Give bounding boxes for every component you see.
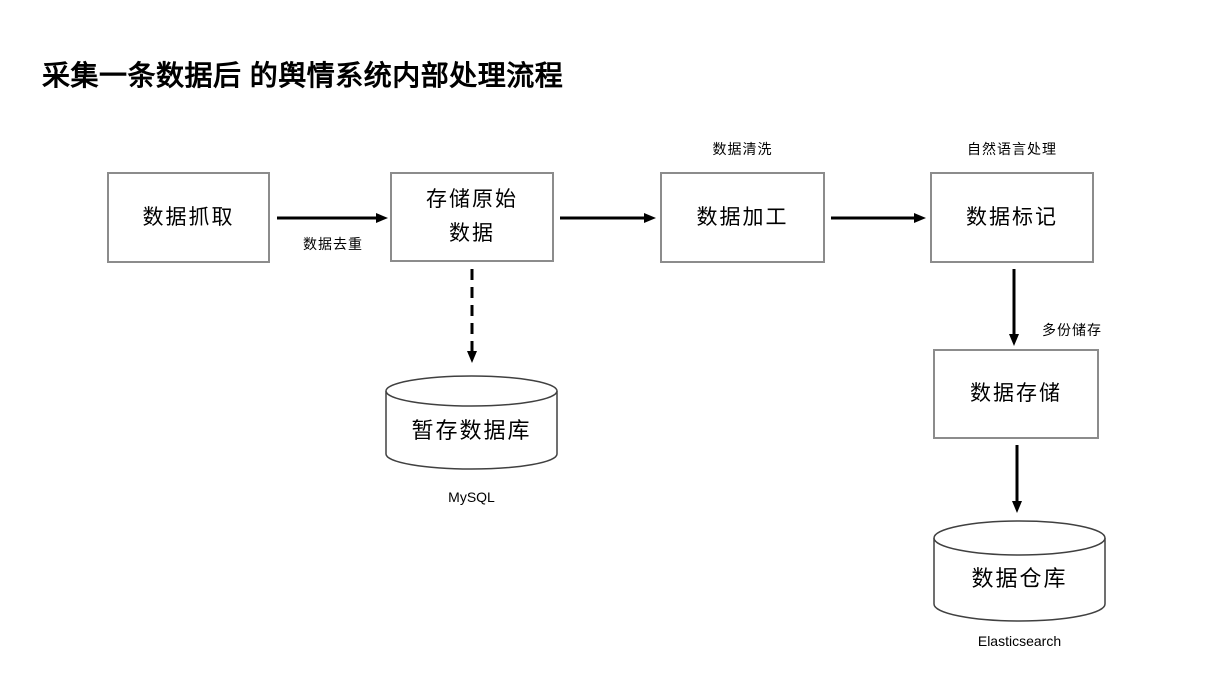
node-label: 存储原始数据 — [426, 188, 518, 245]
node-label: 数据加工 — [696, 205, 789, 229]
node-label: 数据仓库 — [971, 566, 1068, 591]
edge-label-multi-copy-storage: 多份储存 — [1042, 322, 1102, 338]
node-data-warehouse-cylinder: 数据仓库 — [933, 520, 1106, 622]
cylinder-shape-icon — [385, 375, 558, 470]
edge-label-data-cleaning: 数据清洗 — [712, 141, 773, 157]
node-label: 数据抓取 — [142, 205, 235, 229]
node-label: 数据存储 — [970, 382, 1062, 406]
node-data-processing: 数据加工 — [660, 172, 825, 263]
node-label: 数据标记 — [966, 205, 1058, 229]
node-data-storage: 数据存储 — [933, 349, 1099, 439]
node-label: 暂存数据库 — [411, 417, 532, 443]
edge-label-dedupe: 数据去重 — [303, 236, 363, 252]
caption-elasticsearch: Elasticsearch — [977, 633, 1062, 649]
cylinder-shape-icon — [933, 520, 1106, 622]
node-temp-database-cylinder: 暂存数据库 — [385, 375, 558, 470]
edge-label-nlp: 自然语言处理 — [967, 141, 1057, 157]
node-store-raw-data: 存储原始数据 — [390, 172, 554, 262]
diagram-title: 采集一条数据后 的舆情系统内部处理流程 — [42, 60, 564, 91]
node-data-tagging: 数据标记 — [930, 172, 1094, 263]
node-data-crawl: 数据抓取 — [107, 172, 270, 263]
caption-mysql: MySQL — [448, 489, 495, 505]
